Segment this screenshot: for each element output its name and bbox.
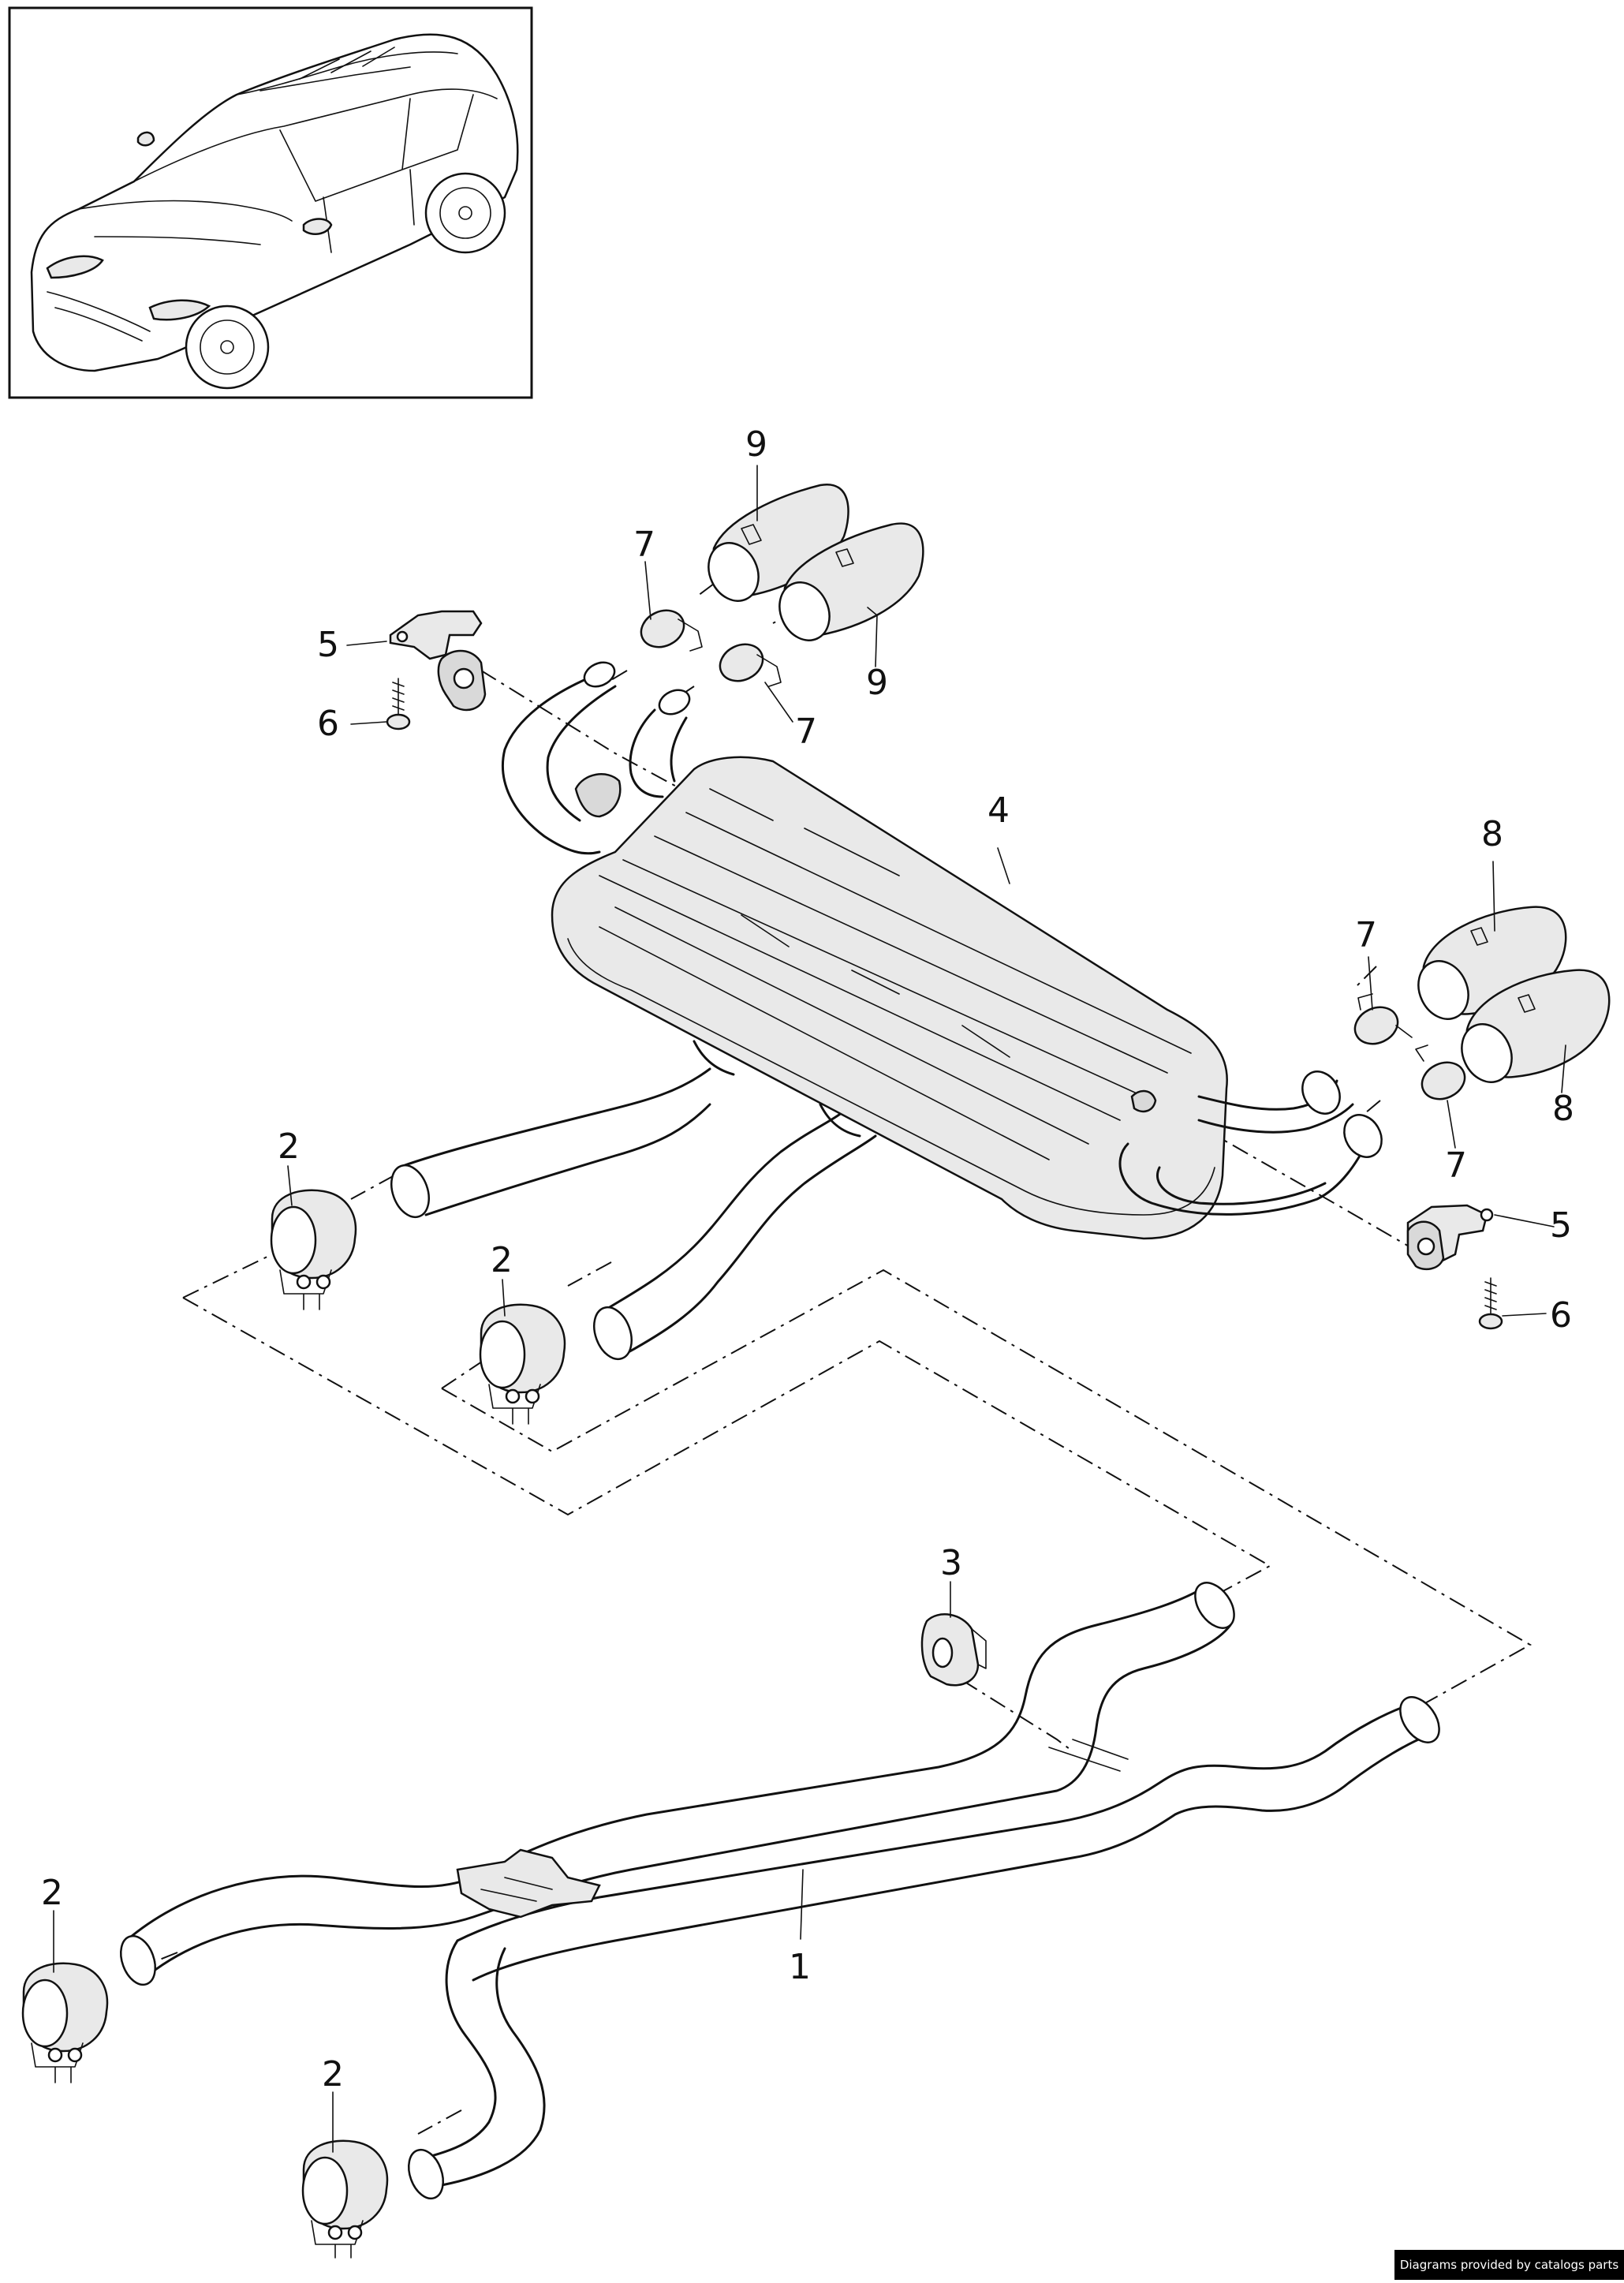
callout-4: 4 <box>987 790 1010 831</box>
callout-6-left: 6 <box>317 704 339 744</box>
callout-6-right: 6 <box>1550 1295 1572 1336</box>
front-pipe <box>120 1582 1440 2200</box>
callout-9-upper: 9 <box>745 424 767 465</box>
bracket-5a <box>389 610 487 712</box>
callout-9-lower: 9 <box>866 663 888 703</box>
clamp-7c <box>1353 993 1413 1045</box>
clamp-2d <box>301 2139 389 2259</box>
callout-1: 1 <box>789 1947 811 1987</box>
suv-illustration <box>30 33 519 390</box>
callout-2-upper-middle: 2 <box>491 1240 513 1280</box>
callout-7-right-lower: 7 <box>1445 1145 1467 1186</box>
credit-banner: Diagrams provided by catalogs parts <box>1394 2250 1624 2280</box>
clamp-2b <box>479 1303 566 1425</box>
callout-7-top: 7 <box>633 525 655 565</box>
callout-labels: 1 2 2 2 2 3 4 5 5 6 6 7 7 7 7 8 8 9 9 <box>41 424 1574 2094</box>
clamps <box>21 1189 566 2259</box>
callout-8-lower: 8 <box>1552 1089 1574 1129</box>
clamp-7a <box>640 609 703 652</box>
tailpipe-trims <box>707 484 1611 1083</box>
vehicle-inset <box>8 6 533 399</box>
callout-5-left: 5 <box>317 625 339 665</box>
bolt-6b <box>1478 1277 1503 1330</box>
bracket-5b <box>1406 1204 1494 1271</box>
rubber-mount <box>920 1613 987 1687</box>
clamp-7d <box>1415 1044 1466 1100</box>
callout-5-right: 5 <box>1550 1205 1572 1246</box>
callout-2-lower-middle: 2 <box>322 2054 344 2094</box>
hanger-brackets <box>386 610 1503 1330</box>
bolt-6a <box>386 678 411 730</box>
callout-7-right-upper: 7 <box>1355 915 1377 955</box>
callout-8-upper: 8 <box>1481 814 1503 854</box>
clamp-7b <box>719 643 782 687</box>
clamp-2c <box>21 1962 109 2083</box>
tailpipe-clamps <box>640 609 1466 1100</box>
trim-9b <box>778 522 924 641</box>
leader-lines <box>53 465 1566 2153</box>
trim-8b <box>1461 969 1611 1083</box>
callout-2-lower-left: 2 <box>41 1873 63 1913</box>
clamp-2a <box>270 1189 357 1310</box>
callout-3: 3 <box>940 1543 962 1583</box>
callout-2-upper-left: 2 <box>278 1127 300 1167</box>
rear-muffler <box>390 661 1383 1361</box>
callout-7-middle: 7 <box>795 712 817 752</box>
